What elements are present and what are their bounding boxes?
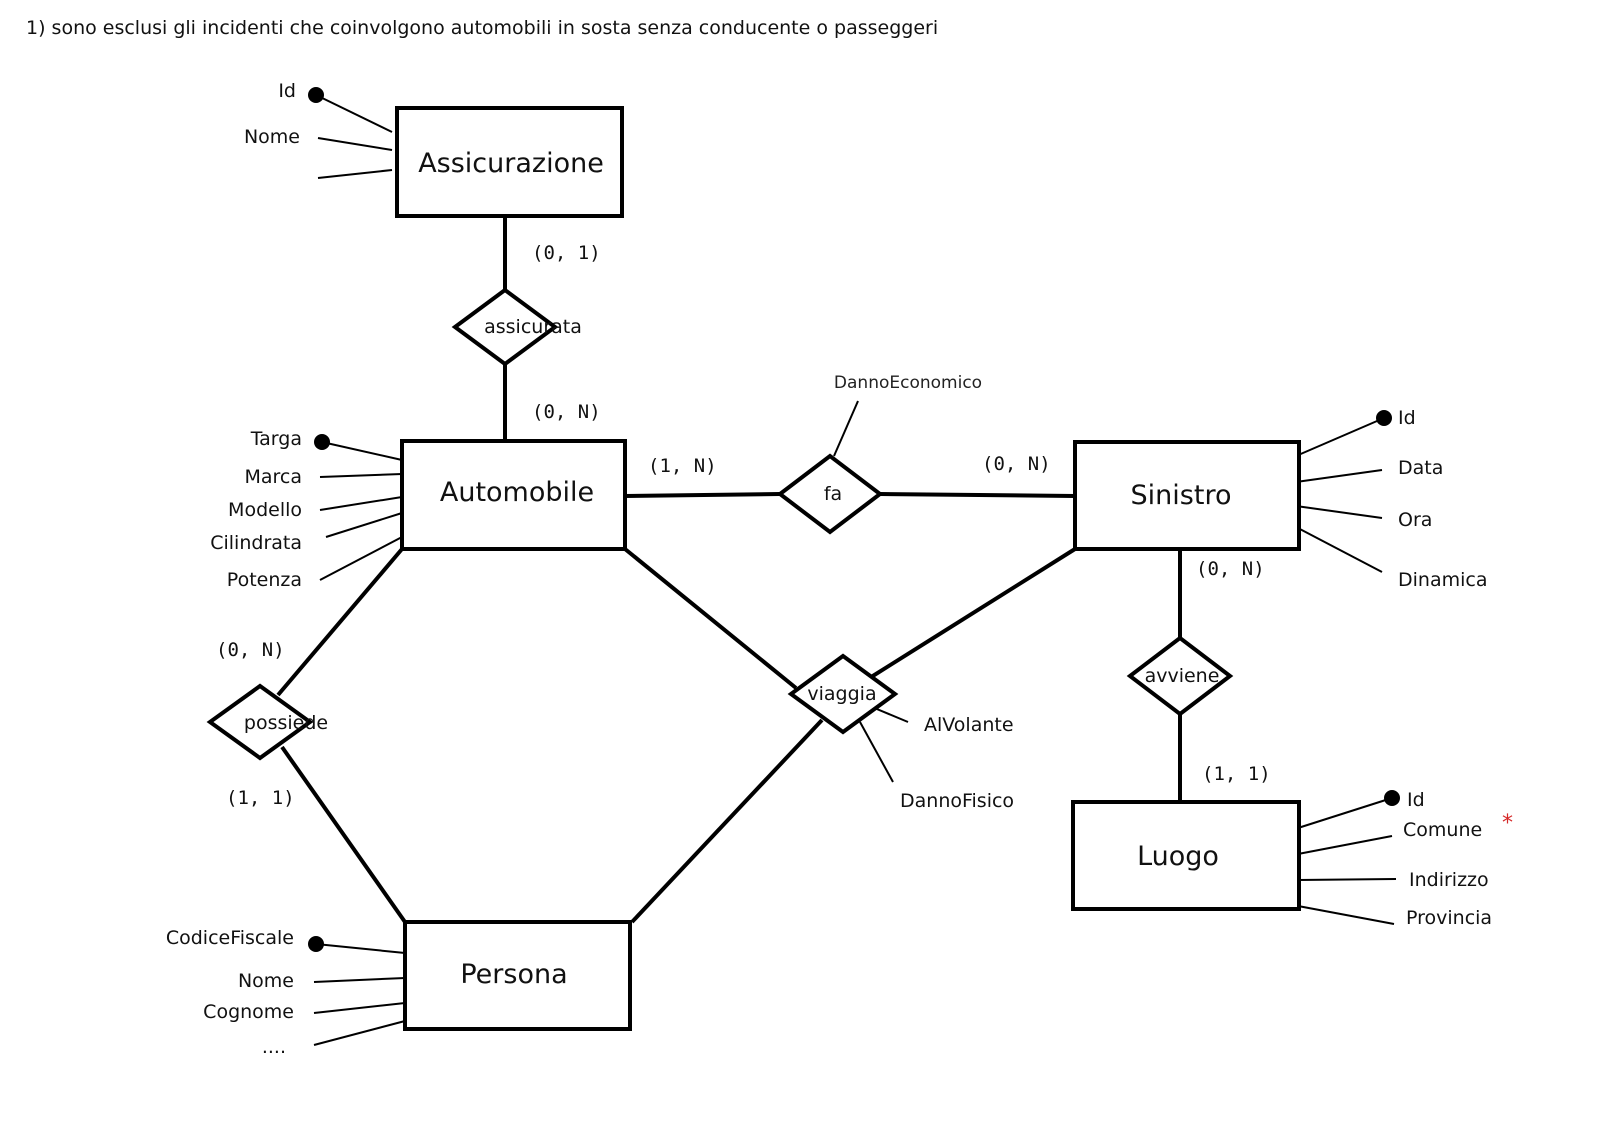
attr-persona-cognome: Cognome xyxy=(203,1001,294,1023)
attr-luogo-id: Id xyxy=(1407,789,1425,811)
card-avviene-sinistro: (0, N) xyxy=(1196,558,1265,580)
attr-assicurazione-id: Id xyxy=(278,80,296,102)
identifier-dot xyxy=(1376,410,1392,426)
identifier-dot xyxy=(314,434,330,450)
comune-marker-asterisk: * xyxy=(1502,811,1513,836)
attr-persona-nome: Nome xyxy=(238,970,294,992)
card-possiede-persona: (1, 1) xyxy=(226,787,295,809)
relationship-assicurata: assicurata (0, 1) (0, N) xyxy=(451,216,601,440)
attr-viaggia-alvolante: AlVolante xyxy=(924,714,1014,736)
identifier-dot xyxy=(308,936,324,952)
entity-sinistro-label: Sinistro xyxy=(1131,480,1232,511)
entity-assicurazione: Id Nome Assicurazione xyxy=(244,80,624,218)
card-avviene-luogo: (1, 1) xyxy=(1202,763,1271,785)
footnote-text: 1) sono esclusi gli incidenti che coinvo… xyxy=(26,17,938,39)
attr-persona-ellipsis: .... xyxy=(262,1036,286,1058)
attr-automobile-modello: Modello xyxy=(228,499,302,521)
relationship-assicurata-label: assicurata xyxy=(484,316,582,338)
entity-automobile-label: Automobile xyxy=(440,477,594,508)
attr-sinistro-data: Data xyxy=(1398,457,1443,479)
entity-sinistro: Id Data Ora Dinamica xyxy=(1073,407,1487,591)
attr-automobile-cilindrata: Cilindrata xyxy=(210,532,302,554)
attr-automobile-marca: Marca xyxy=(244,466,302,488)
entity-automobile: Targa Marca Modello Cilindrata Potenza xyxy=(210,428,627,591)
identifier-dot xyxy=(308,87,324,103)
relationship-possiede-label: possiede xyxy=(244,712,328,734)
card-assicurata-automobile: (0, N) xyxy=(532,401,601,423)
relationship-possiede: possiede (0, N) (1, 1) xyxy=(206,547,407,924)
attr-sinistro-ora: Ora xyxy=(1398,509,1432,531)
attr-persona-codicefiscale: CodiceFiscale xyxy=(166,927,294,949)
entity-persona-label: Persona xyxy=(460,959,567,990)
attr-luogo-indirizzo: Indirizzo xyxy=(1409,869,1489,891)
attr-automobile-potenza: Potenza xyxy=(227,569,302,591)
relationship-viaggia: viaggia AlVolante DannoFisico xyxy=(623,547,1077,924)
attr-luogo-provincia: Provincia xyxy=(1406,907,1492,929)
relationship-avviene-label: avviene xyxy=(1145,665,1220,687)
relationship-fa-label: fa xyxy=(824,483,842,505)
relationship-fa: DannoEconomico fa (1, N) (0, N) xyxy=(624,373,1076,535)
relationship-avviene: avviene (0, N) (1, 1) xyxy=(1126,549,1271,802)
card-possiede-automobile: (0, N) xyxy=(216,639,285,661)
attr-automobile-targa: Targa xyxy=(250,428,302,450)
card-assicurata-assicurazione: (0, 1) xyxy=(532,242,601,264)
attr-sinistro-id: Id xyxy=(1398,407,1416,429)
attr-sinistro-dinamica: Dinamica xyxy=(1398,569,1487,591)
identifier-dot xyxy=(1384,790,1400,806)
attr-fa-dannoeconomico: DannoEconomico xyxy=(834,373,982,393)
attr-viaggia-dannofisico: DannoFisico xyxy=(900,790,1014,812)
attr-assicurazione-nome: Nome xyxy=(244,126,300,148)
entity-persona: CodiceFiscale Nome Cognome .... xyxy=(166,920,632,1058)
entity-assicurazione-label: Assicurazione xyxy=(418,148,604,179)
entity-luogo-label: Luogo xyxy=(1137,841,1219,872)
card-fa-automobile: (1, N) xyxy=(648,455,717,477)
entity-luogo: Id Comune * Indirizzo Provincia xyxy=(1071,789,1513,929)
attr-luogo-comune: Comune xyxy=(1403,819,1482,841)
card-fa-sinistro: (0, N) xyxy=(982,453,1051,475)
relationship-viaggia-label: viaggia xyxy=(807,683,876,705)
